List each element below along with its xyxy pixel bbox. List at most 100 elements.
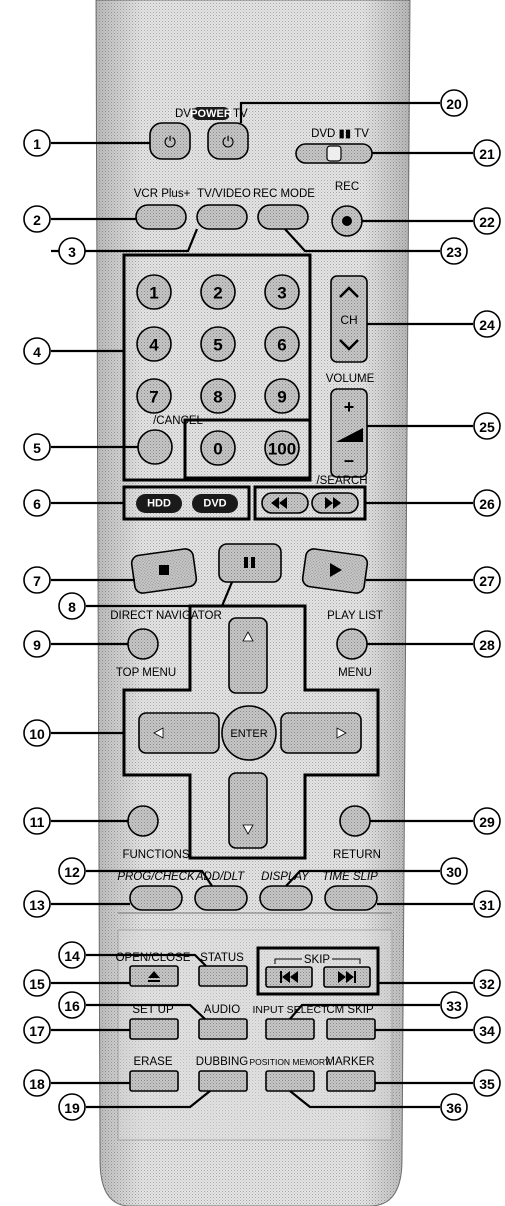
dvd-label: DVD	[203, 498, 226, 510]
minus-icon: –	[344, 450, 354, 470]
set-up-button[interactable]	[129, 1018, 179, 1040]
rec-button[interactable]	[331, 205, 363, 237]
status-button[interactable]	[198, 965, 248, 987]
dvd-button[interactable]	[192, 494, 238, 513]
callout-10: 10	[23, 719, 51, 747]
digit-label: 6	[277, 336, 286, 355]
digit-button-4[interactable]: 4	[136, 326, 172, 362]
digit-button-3[interactable]: 3	[264, 274, 300, 310]
vcr-plus-label: VCR Plus+	[134, 188, 191, 200]
enter-button[interactable]: ENTER	[221, 705, 277, 761]
open-close-button[interactable]	[129, 965, 179, 987]
navigation-area: DIRECT NAVIGATOR TOP MENU PLAY LIST MENU…	[110, 604, 383, 861]
input-select-button[interactable]	[265, 1018, 315, 1040]
down-arrow-button[interactable]	[228, 772, 268, 849]
digit-label: 100	[268, 440, 296, 459]
callout-8: 8	[58, 592, 86, 620]
skip-label: SKIP	[304, 954, 331, 966]
cancel-button[interactable]	[137, 429, 173, 465]
tv-power-button[interactable]: ⏻	[207, 122, 249, 160]
stop-button[interactable]	[130, 548, 198, 594]
dubbing-button[interactable]	[198, 1070, 248, 1092]
marker-button[interactable]	[326, 1070, 376, 1092]
svg-text:21: 21	[479, 146, 495, 162]
position-memory-button[interactable]	[265, 1070, 315, 1092]
direct-navigator-button[interactable]	[127, 628, 159, 660]
skip-back-button[interactable]	[265, 966, 313, 988]
callout-24: 24	[473, 310, 501, 338]
rewind-button[interactable]	[261, 492, 309, 514]
prog-check-button[interactable]	[129, 885, 183, 911]
svg-text:19: 19	[64, 1100, 80, 1116]
pause-button[interactable]	[218, 543, 282, 583]
lower-panel: OPEN/CLOSE STATUS SKIP SET UP AUDIO INPU…	[116, 946, 380, 1092]
svg-text:31: 31	[479, 897, 495, 913]
erase-button[interactable]	[129, 1070, 179, 1092]
digit-button-6[interactable]: 6	[264, 326, 300, 362]
plus-icon: +	[344, 397, 355, 417]
digit-button-0[interactable]: 0	[200, 430, 236, 466]
svg-text:36: 36	[446, 1100, 462, 1116]
cm-skip-button[interactable]	[326, 1018, 376, 1040]
callout-6: 6	[23, 489, 51, 517]
digit-button-9[interactable]: 9	[264, 378, 300, 414]
digit-label: 4	[149, 336, 159, 355]
display-button[interactable]	[259, 885, 313, 911]
volume-rocker[interactable]: + –	[330, 388, 368, 478]
digit-label: 8	[213, 388, 222, 407]
dvd-tv-switch[interactable]	[295, 143, 373, 164]
rewind-icon	[271, 497, 287, 509]
dvd-power-button[interactable]: ⏻	[149, 122, 191, 160]
dubbing-label: DUBBING	[196, 1056, 248, 1068]
digit-button-2[interactable]: 2	[200, 274, 236, 310]
digit-label: 7	[149, 388, 158, 407]
callout-20: 20	[440, 89, 468, 117]
time-slip-button[interactable]	[324, 885, 378, 911]
rec-mode-button[interactable]	[257, 204, 309, 230]
play-button[interactable]	[301, 548, 369, 594]
tv-video-button[interactable]	[196, 204, 248, 230]
svg-text:14: 14	[64, 948, 80, 964]
functions-button[interactable]	[127, 805, 159, 837]
svg-text:1: 1	[33, 136, 41, 152]
digit-button-5[interactable]: 5	[200, 326, 236, 362]
svg-text:15: 15	[29, 976, 45, 992]
play-list-label: PLAY LIST	[327, 610, 383, 622]
callout-31: 31	[473, 890, 501, 918]
stop-icon	[159, 565, 169, 575]
callout-29: 29	[473, 807, 501, 835]
digit-button-8[interactable]: 8	[200, 378, 236, 414]
svg-text:13: 13	[29, 897, 45, 913]
svg-text:4: 4	[33, 344, 41, 360]
power-section: DVD POWER TV ⏻ ⏻ DVD ▮▮ TV	[149, 107, 373, 164]
digit-button-100[interactable]: 100	[264, 430, 300, 466]
vcr-plus-button[interactable]	[135, 204, 187, 230]
svg-text:24: 24	[479, 317, 495, 333]
digit-button-1[interactable]: 1	[136, 274, 172, 310]
up-arrow-button[interactable]	[228, 617, 268, 694]
fast-forward-button[interactable]	[311, 492, 359, 514]
left-arrow-button[interactable]	[138, 712, 220, 754]
skip-forward-button[interactable]	[323, 966, 371, 988]
hdd-label: HDD	[147, 498, 171, 510]
play-list-button[interactable]	[336, 628, 368, 660]
return-button[interactable]	[339, 805, 371, 837]
audio-button[interactable]	[198, 1018, 248, 1040]
add-dlt-button[interactable]	[194, 885, 248, 911]
search-label: /SEARCH	[316, 475, 367, 487]
leader-lines	[51, 101, 473, 1109]
display-label: DISPLAY	[261, 871, 310, 883]
svg-text:27: 27	[479, 573, 495, 589]
callout-19: 19	[58, 1093, 86, 1121]
callout-14: 14	[58, 941, 86, 969]
rec-label: REC	[335, 181, 359, 193]
hdd-button[interactable]	[136, 494, 182, 513]
channel-rocker[interactable]: CH	[330, 275, 368, 363]
digit-button-7[interactable]: 7	[136, 378, 172, 414]
right-arrow-button[interactable]	[280, 712, 362, 754]
svg-text:7: 7	[33, 573, 41, 589]
callout-26: 26	[473, 489, 501, 517]
svg-text:22: 22	[479, 214, 495, 230]
svg-text:18: 18	[29, 1076, 45, 1092]
